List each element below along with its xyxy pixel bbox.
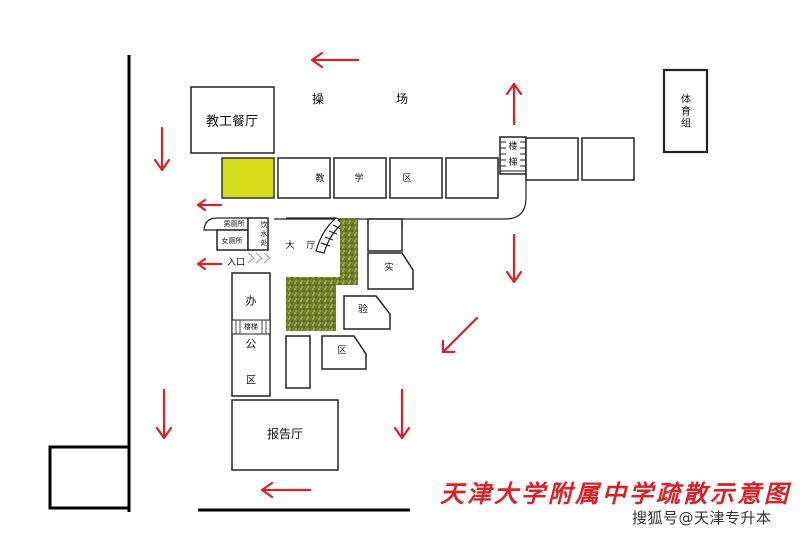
teaching-room-1 [277,157,331,199]
teaching-room-4 [445,157,499,199]
hall-spiral-stairs [315,217,346,254]
svg-text:水: 水 [261,229,268,238]
diagram-title: 天津大学附属中学疏散示意图 [440,479,791,508]
east-room-2 [581,137,635,181]
teaching-label-2: 学 [354,172,363,184]
lab-room-1: 实 [367,252,414,290]
teaching-label-1: 教 [315,172,324,184]
svg-text:实: 实 [384,261,393,273]
svg-text:教工餐厅: 教工餐厅 [206,114,258,130]
svg-text:公: 公 [246,338,257,351]
gate-building [48,445,131,510]
svg-text:楼: 楼 [508,140,517,152]
arrow-left-icon [260,481,312,499]
arrow-down-icon [153,126,171,172]
arrow-down-icon [155,388,173,440]
arrow-down-icon [505,233,523,284]
arrow-down-icon [393,388,411,440]
svg-text:报告厅: 报告厅 [267,426,303,441]
lecture-hall: 报告厅 [231,399,339,471]
watermark: 搜狐号@天津专升本 [632,509,772,527]
playground-label-1: 操 [312,91,324,106]
svg-text:办: 办 [246,295,257,308]
lab-room-top [367,218,403,252]
mens-restroom-label: 男厕所 [224,219,245,228]
corridor-outline [274,174,527,220]
lab-room-2: 验 [343,295,391,330]
svg-text:区: 区 [246,375,256,387]
small-room [285,335,311,389]
womens-restroom-label: 女厕所 [222,236,243,245]
stairwell: 楼 梯 [499,136,527,175]
entrance-doors [247,252,271,264]
highlighted-room [221,157,275,199]
svg-text:验: 验 [358,303,368,316]
svg-text:楼梯: 楼梯 [244,322,258,331]
arrow-up-icon [505,82,523,126]
playground-label-2: 场 [396,92,408,106]
pe-group-office: 体 育 组 [662,68,709,154]
office-block: 办 楼梯 公 区 [231,272,271,397]
garden-greenery [286,218,358,331]
hall-label-2: 厅 [306,240,315,251]
arrow-left-icon [196,257,223,271]
entrance-label: 入口 [227,257,245,268]
svg-text:体: 体 [681,94,691,106]
east-room-1 [525,137,579,181]
teaching-room-3 [389,157,443,199]
svg-text:饮: 饮 [261,220,268,229]
lab-room-3: 区 [321,335,367,370]
svg-text:育: 育 [681,105,691,118]
arrow-left-icon [310,51,360,69]
restroom-block: 男厕所 女厕所 饮 水 处 [203,217,269,251]
svg-text:梯: 梯 [508,156,517,168]
hall-label-1: 大 [285,239,294,251]
arrow-left-icon [196,198,223,212]
svg-text:组: 组 [681,117,691,130]
teaching-room-2 [333,157,387,199]
svg-text:处: 处 [261,238,268,247]
svg-text:区: 区 [337,345,346,356]
arrow-down-left-icon [441,316,479,354]
staff-canteen: 教工餐厅 [190,86,275,154]
evacuation-arrows [153,51,523,499]
teaching-label-3: 区 [402,173,411,184]
